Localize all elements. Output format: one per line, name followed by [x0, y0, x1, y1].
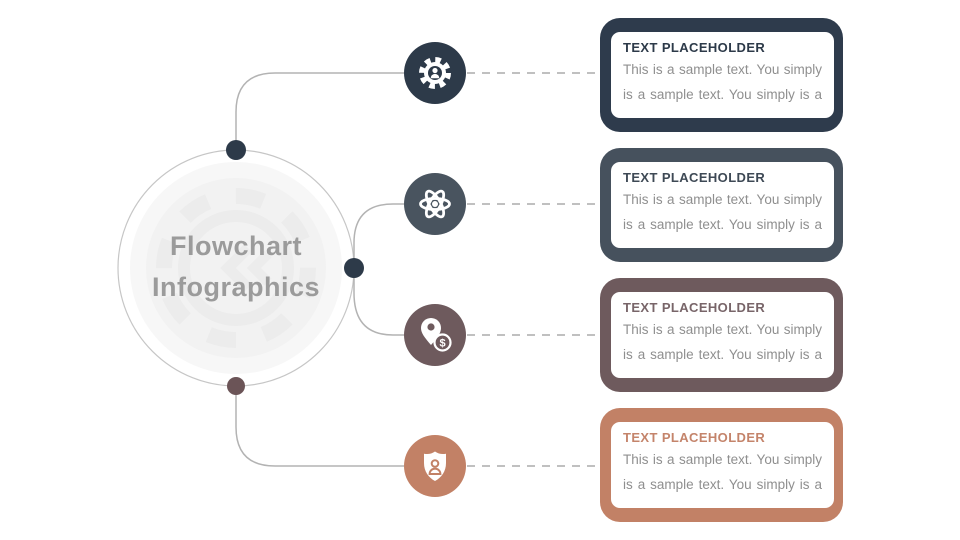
atom-icon	[419, 189, 451, 219]
card-1-text-line2: is a sample text. You simply is a	[623, 86, 822, 102]
node-price-location: $	[404, 304, 466, 366]
card-3-text-line2: is a sample text. You simply is a	[623, 346, 822, 362]
card-3-title: TEXT PLACEHOLDER	[623, 300, 766, 315]
card-2-text-line1: This is a sample text. You simply	[623, 192, 822, 207]
shield-user-icon	[424, 451, 446, 481]
text-card-2-body: TEXT PLACEHOLDER This is a sample text. …	[611, 162, 834, 248]
gear-watermark-icon	[156, 188, 316, 348]
card-4-text-line2: is a sample text. You simply is a	[623, 476, 822, 492]
node-atom	[404, 173, 466, 235]
node-gear-user	[404, 42, 466, 104]
text-card-3-body: TEXT PLACEHOLDER This is a sample text. …	[611, 292, 834, 378]
text-card-1-body: TEXT PLACEHOLDER This is a sample text. …	[611, 32, 834, 118]
branch-connectors	[235, 72, 404, 467]
text-card-3: TEXT PLACEHOLDER This is a sample text. …	[600, 278, 843, 392]
dashed-connectors	[467, 72, 600, 467]
junction-dot-right	[344, 258, 364, 278]
connector-right-up	[353, 203, 404, 268]
center-circle-title: Flowchart Infographics	[106, 226, 366, 308]
card-3-text-line1: This is a sample text. You simply	[623, 322, 822, 337]
center-title-line1: Flowchart	[169, 231, 302, 261]
card-4-title: TEXT PLACEHOLDER	[623, 430, 766, 445]
connector-right-down	[353, 268, 404, 336]
connector-bottom	[235, 386, 404, 467]
junction-dot-top	[226, 140, 246, 160]
center-disc-inner	[146, 178, 326, 358]
node-shield-user	[404, 435, 466, 497]
card-1-text-line1: This is a sample text. You simply	[623, 62, 822, 77]
junction-dot-bottom	[227, 377, 245, 395]
text-card-2: TEXT PLACEHOLDER This is a sample text. …	[600, 148, 843, 262]
svg-text:$: $	[439, 338, 445, 350]
card-1-title: TEXT PLACEHOLDER	[623, 40, 766, 55]
text-card-4-body: TEXT PLACEHOLDER This is a sample text. …	[611, 422, 834, 508]
text-card-4: TEXT PLACEHOLDER This is a sample text. …	[600, 408, 843, 522]
connector-top	[235, 72, 404, 150]
gear-user-icon	[419, 57, 451, 89]
price-location-icon: $	[421, 318, 452, 352]
center-title-line2: Infographics	[151, 272, 320, 302]
card-4-text-line1: This is a sample text. You simply	[623, 452, 822, 467]
card-2-title: TEXT PLACEHOLDER	[623, 170, 766, 185]
text-card-1: TEXT PLACEHOLDER This is a sample text. …	[600, 18, 843, 132]
card-2-text-line2: is a sample text. You simply is a	[623, 216, 822, 232]
